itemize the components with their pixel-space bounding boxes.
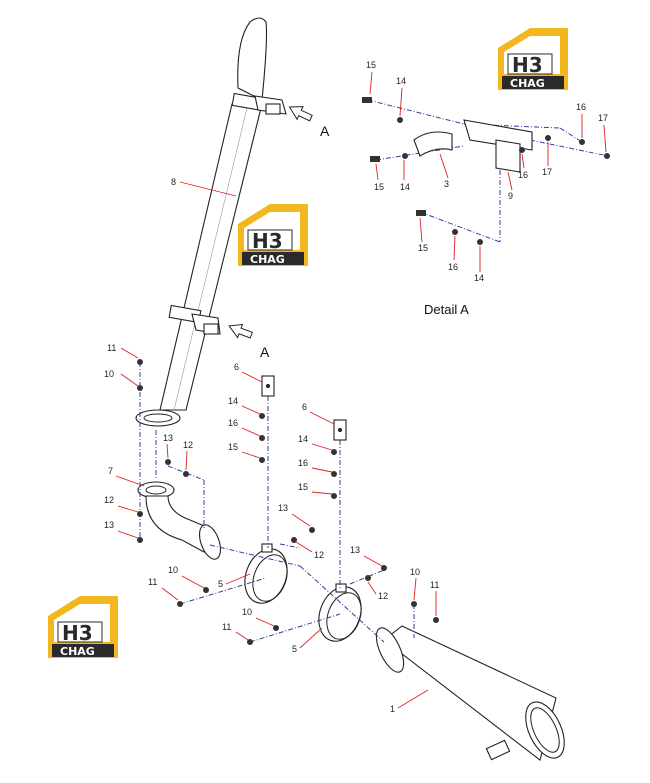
callout-11d: 11	[430, 580, 439, 590]
callout-14e: 14	[474, 273, 484, 283]
centerlines	[139, 362, 415, 643]
mount-bracket-right	[333, 419, 347, 441]
callout-11c: 11	[222, 622, 231, 632]
washer-12-b	[137, 511, 143, 517]
callout-16e: 16	[448, 262, 458, 272]
callout-11b: 11	[148, 577, 157, 587]
logo-top-right: H3 CHAG	[498, 28, 568, 90]
clamp-ring-upper	[244, 543, 288, 604]
callout-10d: 10	[410, 567, 420, 577]
logo-letters: H3	[512, 53, 543, 77]
callout-7: 7	[108, 466, 113, 476]
callout-12c: 12	[314, 550, 324, 560]
callout-9: 9	[508, 191, 513, 201]
callout-6b: 6	[302, 402, 307, 412]
callout-12d: 12	[378, 591, 388, 601]
callout-14a: 14	[228, 396, 238, 406]
logo-letters: H3	[252, 229, 283, 253]
logo-middle: H3 CHAG	[238, 204, 308, 266]
mount-bracket-left	[261, 375, 275, 397]
view-marker-a-bottom: A	[260, 344, 270, 360]
nut-13-b	[137, 537, 143, 543]
callout-10b: 10	[168, 565, 178, 575]
logo-letters: H3	[62, 621, 93, 645]
callout-15d: 15	[374, 182, 384, 192]
callout-13b: 13	[104, 520, 114, 530]
callout-5b: 5	[292, 644, 297, 654]
callout-12b: 12	[104, 495, 114, 505]
detail-clamp-3	[413, 131, 453, 157]
callout-13c: 13	[278, 503, 288, 513]
stack-bracket-lower	[191, 313, 221, 335]
view-arrow-bottom	[228, 323, 253, 339]
view-arrow-top	[288, 106, 313, 122]
callout-10c: 10	[242, 607, 252, 617]
callout-12a: 12	[183, 440, 193, 450]
logo-word: CHAG	[60, 645, 95, 658]
logo-word: CHAG	[250, 253, 285, 266]
callout-14c: 14	[396, 76, 406, 86]
callout-15e: 15	[418, 243, 428, 253]
detail-a: 15 14 15 14 3 9 16 17 16 17 15 16 14 Det…	[362, 60, 610, 317]
callouts-main: 8 11 10 13 12 7 12 13 6 14 16 15 6 14 16…	[104, 177, 439, 714]
callout-15a: 15	[228, 442, 238, 452]
washer-10	[137, 385, 143, 391]
callout-6a: 6	[234, 362, 239, 372]
logo-bottom-left: H3 CHAG	[48, 596, 118, 658]
callout-16a: 16	[228, 418, 238, 428]
nut-13	[165, 459, 171, 465]
callout-16b: 16	[298, 458, 308, 468]
exhaust-elbow	[137, 481, 222, 560]
detail-bolt-15-a	[362, 97, 372, 103]
detail-caption: Detail A	[424, 302, 469, 317]
callout-14b: 14	[298, 434, 308, 444]
detail-bolt-15-b	[370, 156, 380, 162]
callout-3: 3	[444, 179, 449, 189]
callout-15c: 15	[366, 60, 376, 70]
washer-12	[183, 471, 189, 477]
callout-10a: 10	[104, 369, 114, 379]
callout-13d: 13	[350, 545, 360, 555]
detail-bracket-9	[463, 119, 533, 173]
view-marker-a-top: A	[320, 123, 330, 139]
callout-14d: 14	[400, 182, 410, 192]
logo-word: CHAG	[510, 77, 545, 90]
callout-17b: 17	[598, 113, 608, 123]
callout-8: 8	[171, 177, 176, 187]
callout-1: 1	[390, 704, 395, 714]
muffler	[375, 625, 565, 761]
callout-5a: 5	[218, 579, 223, 589]
fasteners-main	[137, 359, 439, 645]
callout-13a: 13	[163, 433, 173, 443]
callout-15b: 15	[298, 482, 308, 492]
callout-16d: 16	[576, 102, 586, 112]
callout-11a: 11	[107, 343, 116, 353]
bolt-11	[137, 359, 143, 365]
callout-16c: 16	[518, 170, 528, 180]
stack-bracket-upper	[254, 95, 287, 115]
callout-17a: 17	[542, 167, 552, 177]
